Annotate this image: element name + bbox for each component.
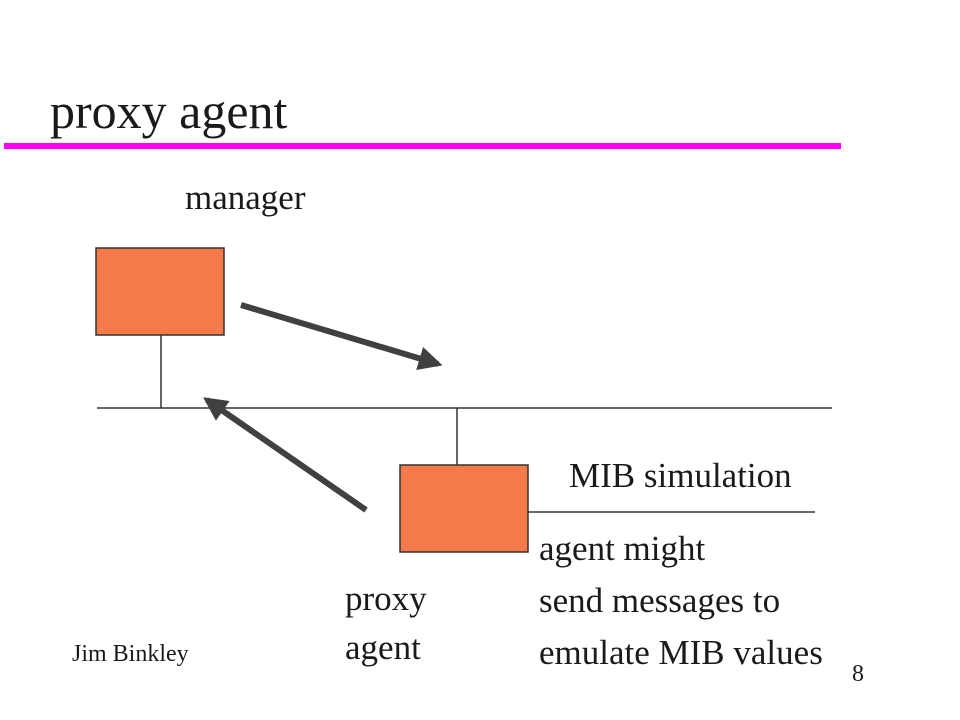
proxy-agent-box xyxy=(399,464,529,553)
agent-note-line-2: send messages to xyxy=(539,581,781,620)
proxy-label-line-2: agent xyxy=(345,628,421,667)
page-number: 8 xyxy=(852,661,864,687)
agent-note-line-3: emulate MIB values xyxy=(539,633,823,672)
proxy-label-line-1: proxy xyxy=(345,579,427,618)
manager-label: manager xyxy=(185,178,306,217)
mib-simulation-label: MIB simulation xyxy=(569,456,792,495)
request-arrow xyxy=(240,302,443,370)
response-arrow xyxy=(203,397,368,513)
manager-box xyxy=(95,247,225,336)
agent-note-line-1: agent might xyxy=(539,529,706,568)
footer-author: Jim Binkley xyxy=(72,641,189,667)
title-rule xyxy=(4,143,841,149)
slide-title: proxy agent xyxy=(50,83,288,139)
